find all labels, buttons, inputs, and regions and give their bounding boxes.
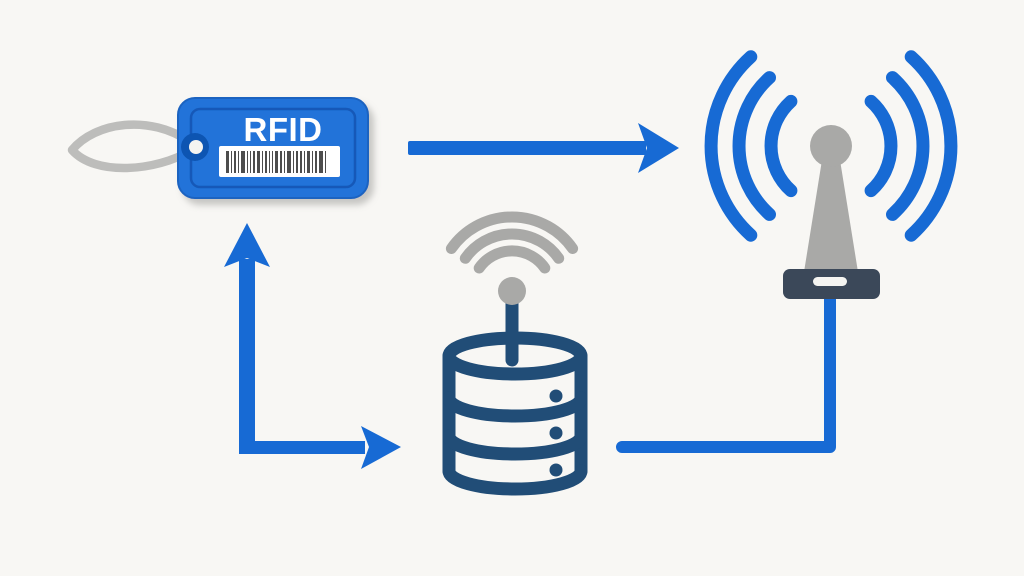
database-led-2 xyxy=(549,426,563,440)
barcode-bar xyxy=(272,151,273,173)
antenna-mast xyxy=(804,160,858,272)
database-sides xyxy=(442,349,588,478)
reader-antenna-node xyxy=(704,50,958,299)
corner-arrows xyxy=(224,223,401,469)
signal-wave-right-inner xyxy=(864,94,898,198)
signal-wave-left-middle xyxy=(732,71,776,221)
barcode-bar xyxy=(287,151,291,173)
barcode-bar xyxy=(319,151,323,173)
arrow-to-database-shaft xyxy=(239,441,365,454)
barcode-bar xyxy=(241,151,245,173)
barcode-bar xyxy=(234,151,236,173)
database-divider-1 xyxy=(442,391,588,423)
barcode-bar xyxy=(296,151,298,173)
wifi-icon xyxy=(445,211,579,274)
wifi-dot-icon xyxy=(498,277,526,305)
database-bottom xyxy=(442,464,588,496)
barcode-bar xyxy=(247,151,248,173)
wifi-arc-inner xyxy=(473,245,551,274)
barcode-bar xyxy=(231,151,232,173)
connector-database-to-reader xyxy=(616,292,836,453)
signal-wave-right-middle xyxy=(886,71,930,221)
wifi-arc-middle xyxy=(459,228,565,264)
barcode-icon xyxy=(219,146,340,177)
arrow-to-tag-head-icon xyxy=(224,223,270,267)
barcode-bar xyxy=(300,151,302,173)
database-divider-2 xyxy=(442,429,588,461)
arrow-to-database-head-icon xyxy=(361,426,401,469)
rfid-tag-icon: RFID xyxy=(177,97,369,199)
database-led-3 xyxy=(549,463,563,477)
barcode-bar xyxy=(284,151,285,173)
signal-wave-right-outer xyxy=(904,50,958,242)
tag-hole xyxy=(189,140,203,154)
antenna-icon xyxy=(783,125,880,299)
barcode-bar xyxy=(304,151,305,173)
barcode-bar xyxy=(262,151,263,173)
barcode-bar xyxy=(312,151,313,173)
antenna-base-slot xyxy=(813,277,847,286)
barcode-bar xyxy=(280,151,282,173)
tag-label: RFID xyxy=(244,111,323,148)
arrow-to-tag-shaft xyxy=(239,259,255,454)
barcode-bar xyxy=(250,151,251,173)
rfid-tag-node: RFID xyxy=(67,97,369,199)
lanyard-loop-icon xyxy=(67,120,197,173)
signal-wave-left-inner xyxy=(764,94,798,198)
barcode-bar xyxy=(253,151,255,173)
barcode-bar xyxy=(307,151,310,173)
barcode-bar xyxy=(293,151,294,173)
antenna-tip xyxy=(810,125,852,167)
arrow-head-icon xyxy=(638,123,679,173)
barcode-bar xyxy=(226,151,229,173)
barcode-bar xyxy=(238,151,239,173)
barcode-bar xyxy=(269,151,270,173)
signal-waves-left-icon xyxy=(704,50,798,242)
barcode-bar xyxy=(315,151,317,173)
signal-waves-right-icon xyxy=(864,50,958,242)
database-icon xyxy=(442,293,588,496)
arrow-tag-to-reader xyxy=(408,123,679,173)
barcode-bar xyxy=(265,151,267,173)
wifi-arc-outer xyxy=(445,211,579,254)
barcode-bar xyxy=(325,151,326,173)
signal-wave-left-outer xyxy=(704,50,758,242)
barcode-bars xyxy=(226,151,326,173)
arrow-shaft xyxy=(408,141,646,155)
barcode-bar xyxy=(275,151,278,173)
barcode-bar xyxy=(257,151,260,173)
database-led-1 xyxy=(549,389,563,403)
database-server-node xyxy=(442,211,588,496)
